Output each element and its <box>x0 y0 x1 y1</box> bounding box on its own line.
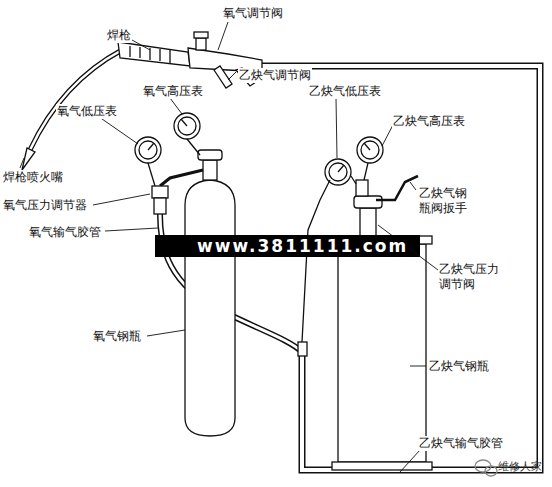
watermark: www.3811111.com <box>196 236 409 256</box>
leader-lines <box>20 22 438 472</box>
welding-torch <box>14 32 262 182</box>
part-label: 乙炔气输气胶管 <box>418 436 504 451</box>
oxygen-cylinder <box>135 113 235 436</box>
part-label: 乙炔气钢瓶阀扳手 <box>418 186 470 216</box>
watermark: 维修人家 <box>497 459 543 474</box>
acetylene-hose <box>262 66 540 470</box>
hose-joint <box>298 342 307 356</box>
part-label: 乙炔气低压表 <box>308 84 382 99</box>
part-label: 氧气高压表 <box>142 84 204 99</box>
part-label: 乙炔气压力调节阀 <box>438 262 502 292</box>
part-label: 乙炔气调节阀 <box>238 68 312 83</box>
part-label: 氧气钢瓶 <box>92 329 142 344</box>
wechat-icon <box>475 460 497 476</box>
part-label: 乙炔气钢瓶 <box>428 359 490 374</box>
part-label: 氧气调节阀 <box>222 6 284 21</box>
acetylene-cylinder <box>302 137 432 470</box>
part-label: 焊枪 <box>106 28 132 43</box>
part-label: 氧气低压表 <box>56 104 118 119</box>
part-label: 氧气压力调节器 <box>2 198 88 213</box>
part-label: 氧气输气胶管 <box>28 225 102 240</box>
part-label: 焊枪喷火嘴 <box>2 170 64 185</box>
part-label: 乙炔气高压表 <box>392 114 466 129</box>
watermark-bar <box>155 235 420 257</box>
